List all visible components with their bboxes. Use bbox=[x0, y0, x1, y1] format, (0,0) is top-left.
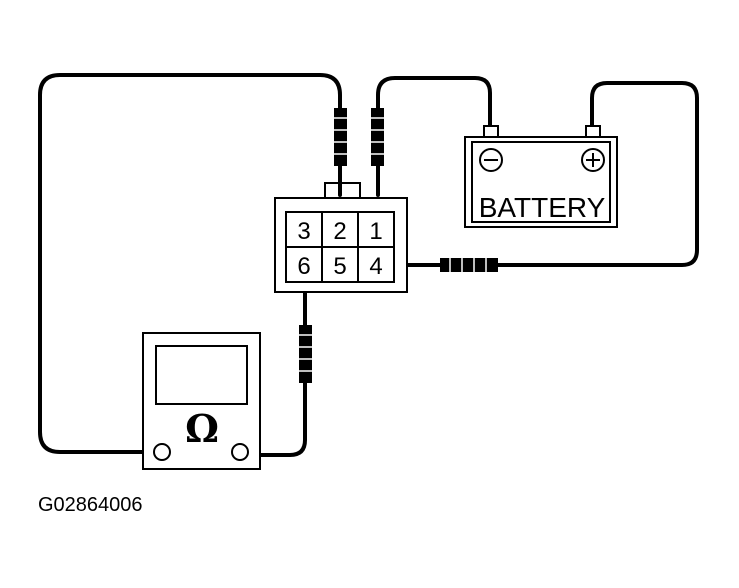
probe-sleeve-pin4 bbox=[440, 258, 498, 272]
battery-panel bbox=[471, 141, 611, 223]
connector-pin-4: 4 bbox=[369, 253, 382, 280]
battery-label: BATTERY bbox=[479, 192, 606, 223]
ohm-symbol: Ω bbox=[185, 406, 219, 451]
ohmmeter-right-terminal bbox=[231, 443, 249, 461]
connector-pin-5: 5 bbox=[333, 253, 346, 280]
wire-battery-positive-to-pin4 bbox=[396, 81, 699, 267]
connector-pin-6: 6 bbox=[297, 253, 310, 280]
ohmmeter-display bbox=[155, 345, 248, 405]
connector-pin-1: 1 bbox=[369, 218, 382, 245]
wire-pin6-to-meter bbox=[238, 263, 307, 457]
wires bbox=[38, 73, 699, 457]
ohmmeter: Ω bbox=[142, 332, 261, 470]
figure-code: G02864006 bbox=[38, 494, 143, 516]
connector: 3 2 1 6 5 4 bbox=[274, 182, 408, 293]
battery-case bbox=[464, 136, 618, 228]
battery-negative-icon bbox=[479, 148, 503, 172]
probe-sleeve-pin1 bbox=[371, 108, 384, 166]
ohmmeter-left-terminal bbox=[153, 443, 171, 461]
wire-meter-to-pin2 bbox=[38, 73, 342, 454]
connector-pin-3: 3 bbox=[297, 218, 310, 245]
wire-pin1-to-battery-negative bbox=[376, 76, 492, 197]
connector-pin-2: 2 bbox=[333, 218, 346, 245]
probe-sleeve-pin2 bbox=[334, 108, 347, 166]
battery: BATTERY bbox=[464, 125, 618, 228]
battery-positive-icon bbox=[581, 148, 605, 172]
connector-latch bbox=[324, 182, 361, 198]
probe-sleeve-pin6 bbox=[299, 325, 312, 383]
probe-sleeves bbox=[299, 108, 498, 383]
